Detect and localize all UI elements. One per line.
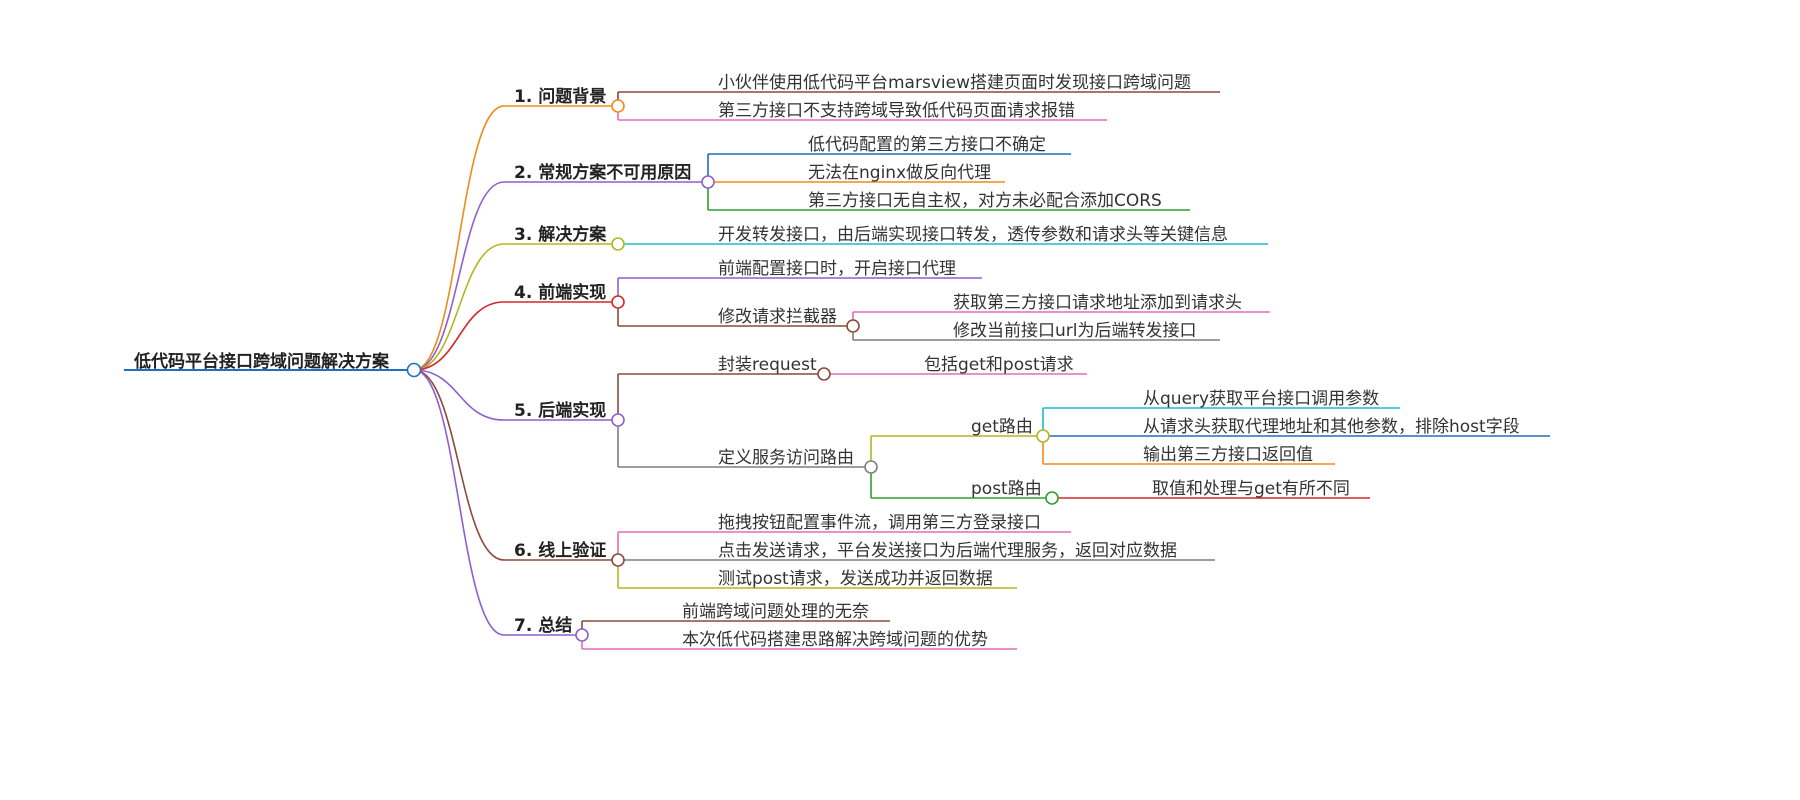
subtopic-label: 定义服务访问路由 — [718, 448, 854, 468]
subtopic-label: 前端跨域问题处理的无奈 — [682, 602, 869, 622]
collapse-toggle-icon[interactable] — [864, 460, 878, 474]
main-topic-label: 7. 总结 — [514, 615, 572, 636]
main-topic-label: 5. 后端实现 — [514, 400, 606, 421]
root-topic-label: 低代码平台接口跨域问题解决方案 — [133, 351, 390, 372]
main-topic-label: 2. 常规方案不可用原因 — [514, 162, 691, 183]
collapse-toggle-icon[interactable] — [611, 99, 625, 113]
main-topic-label: 6. 线上验证 — [514, 540, 606, 561]
main-topic-label: 3. 解决方案 — [514, 224, 607, 245]
mindmap-connectors — [406, 99, 1059, 642]
collapse-toggle-icon[interactable] — [1036, 429, 1050, 443]
subtopic-label: 包括get和post请求 — [924, 355, 1074, 375]
subtopic-label: 从请求头获取代理地址和其他参数，排除host字段 — [1143, 417, 1520, 437]
subtopic-label: 低代码配置的第三方接口不确定 — [808, 135, 1046, 155]
connector-edge — [413, 181, 505, 371]
connector-edge — [413, 369, 505, 636]
main-topic-label: 1. 问题背景 — [514, 86, 606, 107]
subtopic-label: 测试post请求，发送成功并返回数据 — [718, 569, 993, 589]
subtopic-label: 获取第三方接口请求地址添加到请求头 — [953, 293, 1242, 313]
subtopic-label: 拖拽按钮配置事件流，调用第三方登录接口 — [718, 513, 1041, 533]
subtopic-label: 点击发送请求，平台发送接口为后端代理服务，返回对应数据 — [718, 541, 1177, 561]
subtopic-label: 第三方接口无自主权，对方未必配合添加CORS — [808, 191, 1162, 211]
mindmap-underlines — [124, 91, 1550, 650]
collapse-toggle-icon[interactable] — [406, 362, 422, 378]
subtopic-label: 修改当前接口url为后端转发接口 — [953, 321, 1197, 341]
subtopic-label: 修改请求拦截器 — [718, 307, 837, 327]
subtopic-label: get路由 — [971, 417, 1033, 437]
collapse-toggle-icon[interactable] — [846, 319, 860, 333]
collapse-toggle-icon[interactable] — [817, 367, 831, 381]
subtopic-label: 从query获取平台接口调用参数 — [1143, 389, 1379, 409]
collapse-toggle-icon[interactable] — [575, 628, 589, 642]
mindmap-labels: 低代码平台接口跨域问题解决方案 1. 问题背景 小伙伴使用低代码平台marsview… — [133, 72, 1520, 650]
subtopic-label: 无法在nginx做反向代理 — [808, 163, 991, 183]
connector-edge — [413, 369, 505, 561]
subtopic-label: 输出第三方接口返回值 — [1143, 445, 1313, 465]
collapse-toggle-icon[interactable] — [701, 175, 715, 189]
subtopic-label: post路由 — [971, 479, 1042, 499]
main-topic-label: 4. 前端实现 — [514, 282, 606, 303]
subtopic-label: 第三方接口不支持跨域导致低代码页面请求报错 — [718, 101, 1075, 121]
subtopic-label: 前端配置接口时，开启接口代理 — [718, 259, 956, 279]
subtopic-label: 小伙伴使用低代码平台marsview搭建页面时发现接口跨域问题 — [718, 72, 1191, 93]
collapse-toggle-icon[interactable] — [611, 295, 625, 309]
connector-edge — [413, 243, 505, 371]
connector-edge — [413, 105, 505, 371]
subtopic-label: 本次低代码搭建思路解决跨域问题的优势 — [682, 630, 988, 650]
connector-edge — [413, 369, 505, 421]
connector-edge — [413, 301, 505, 371]
subtopic-label: 取值和处理与get有所不同 — [1152, 479, 1350, 499]
subtopic-label: 开发转发接口，由后端实现接口转发，透传参数和请求头等关键信息 — [718, 225, 1228, 245]
subtopic-label: 封装request — [718, 355, 817, 375]
collapse-toggle-icon[interactable] — [611, 413, 625, 427]
collapse-toggle-icon[interactable] — [1045, 491, 1059, 505]
collapse-toggle-icon[interactable] — [611, 237, 625, 251]
collapse-toggle-icon[interactable] — [611, 553, 625, 567]
